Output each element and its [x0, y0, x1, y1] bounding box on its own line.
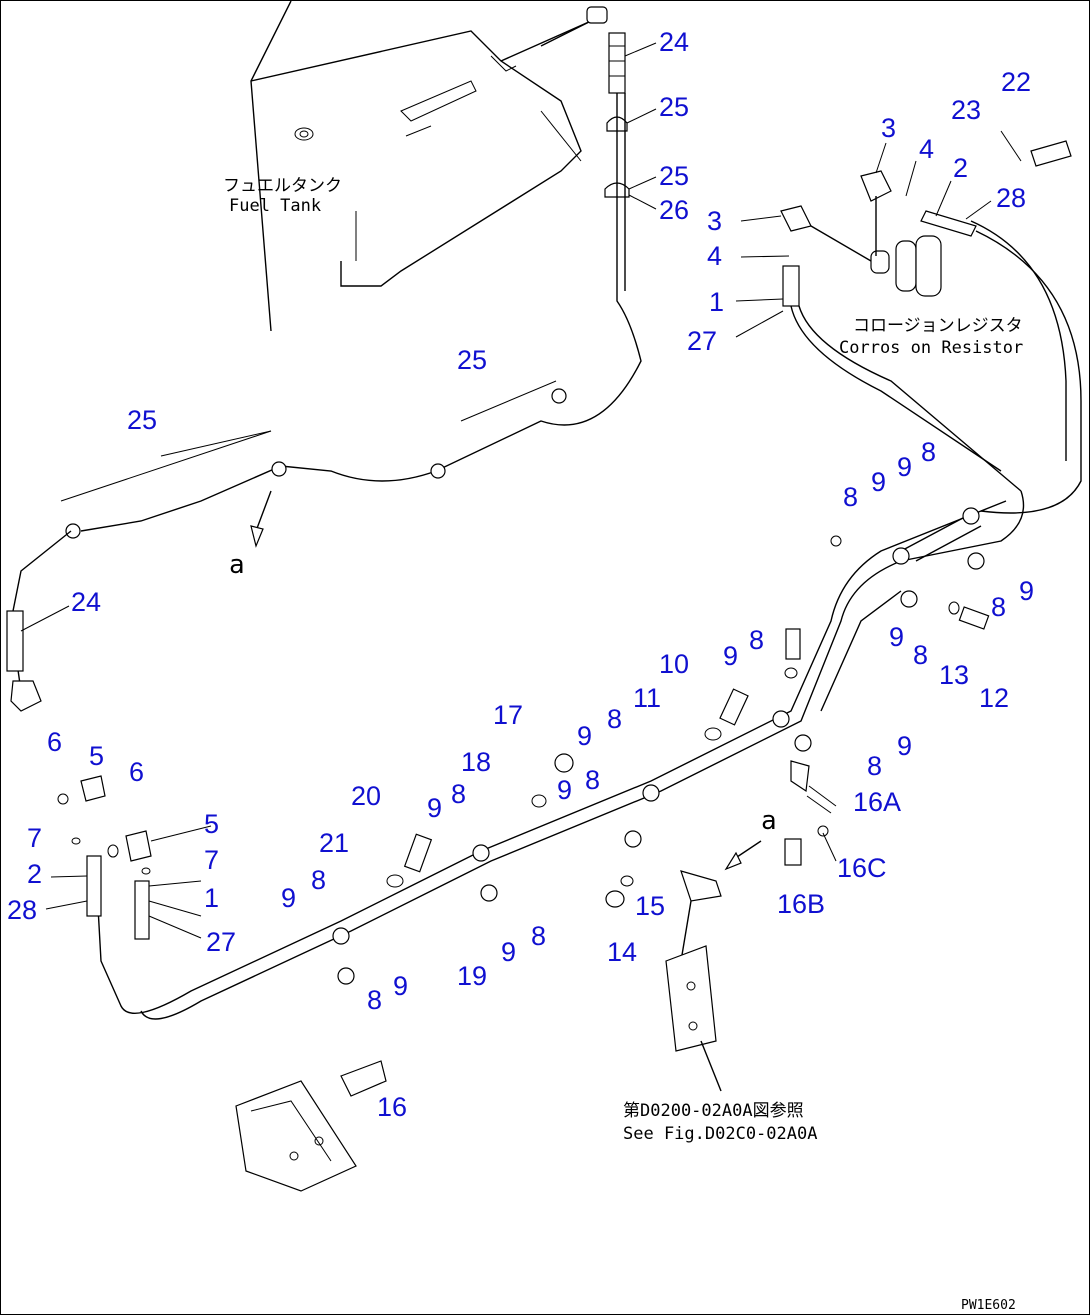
- callout-9h: 9: [557, 775, 572, 805]
- callout-24b: 24: [71, 587, 101, 617]
- callout-25b: 25: [659, 161, 689, 191]
- callout-23: 23: [951, 95, 981, 125]
- see-fig-label-en: See Fig.D02C0-02A0A: [623, 1124, 817, 1144]
- callout-15: 15: [635, 891, 665, 921]
- fuel-tank-label-en: Fuel Tank: [229, 196, 321, 216]
- callout-27b: 27: [206, 927, 236, 957]
- fuel-tank: [250, 1, 582, 332]
- callout-13: 13: [939, 660, 969, 690]
- callout-8d: 8: [913, 640, 928, 670]
- callout-8f: 8: [867, 751, 882, 781]
- callout-16c: 16C: [837, 853, 887, 883]
- callout-11: 11: [633, 683, 661, 713]
- callout-7b: 7: [204, 845, 219, 875]
- callout-8c: 8: [991, 592, 1006, 622]
- callout-numbers: 24 25 25 26 3 4 23 22 2 28 3 4 1 27 25 2…: [7, 27, 1034, 1122]
- callout-9l: 9: [501, 937, 516, 967]
- callout-12: 12: [979, 683, 1009, 713]
- hose-fitting-left: [6, 610, 24, 672]
- callout-8j: 8: [311, 865, 326, 895]
- callout-4a: 4: [919, 134, 934, 164]
- callout-9d: 9: [889, 622, 904, 652]
- resistor-hose: [782, 265, 1022, 492]
- callout-8b: 8: [843, 482, 858, 512]
- callout-22: 22: [1001, 67, 1031, 97]
- fuel-hose-upper: [80, 6, 642, 532]
- callout-25d: 25: [127, 405, 157, 435]
- resistor-label-en: Corros on Resistor: [839, 338, 1023, 358]
- callout-leaders: [20, 42, 1022, 939]
- pipe-clamps: [332, 507, 985, 985]
- callout-20: 20: [351, 781, 381, 811]
- callout-3a: 3: [881, 113, 896, 143]
- callout-19: 19: [457, 961, 487, 991]
- bolts-washers: [386, 535, 990, 908]
- ref-a-right: a: [761, 806, 777, 836]
- callout-16b: 16B: [777, 889, 825, 919]
- callout-8a: 8: [921, 437, 936, 467]
- callout-8i: 8: [451, 779, 466, 809]
- callout-17: 17: [493, 700, 523, 730]
- callout-9i: 9: [427, 793, 442, 823]
- bracket-left: [235, 1060, 387, 1192]
- callout-9g: 9: [577, 721, 592, 751]
- callout-18: 18: [461, 747, 491, 777]
- drawing-code: PW1E602: [961, 1298, 1016, 1313]
- callout-25c: 25: [457, 345, 487, 375]
- ref-a-left: a: [229, 550, 245, 580]
- callout-9e: 9: [723, 641, 738, 671]
- callout-9a: 9: [871, 467, 886, 497]
- callout-26: 26: [659, 195, 689, 225]
- callout-9k: 9: [393, 971, 408, 1001]
- callout-8l: 8: [531, 921, 546, 951]
- callout-3b: 3: [707, 206, 722, 236]
- callout-6a: 6: [47, 727, 62, 757]
- callout-7a: 7: [27, 823, 42, 853]
- callout-9f: 9: [897, 731, 912, 761]
- callout-6b: 6: [129, 757, 144, 787]
- callout-8g: 8: [607, 704, 622, 734]
- callout-5b: 5: [204, 809, 219, 839]
- callout-8h: 8: [585, 765, 600, 795]
- hose-clips: [65, 388, 567, 539]
- see-fig-leader: [700, 1040, 722, 1092]
- callout-28b: 28: [7, 895, 37, 925]
- callout-25a: 25: [659, 92, 689, 122]
- callout-9j: 9: [281, 883, 296, 913]
- callout-1b: 1: [204, 883, 219, 913]
- callout-16: 16: [377, 1092, 407, 1122]
- corrosion-resistor: [780, 140, 1082, 514]
- callout-10: 10: [659, 649, 689, 679]
- callout-8e: 8: [749, 625, 764, 655]
- ref-arrow-left: [255, 490, 272, 532]
- callout-27a: 27: [687, 326, 717, 356]
- callout-9b: 9: [897, 452, 912, 482]
- callout-21: 21: [319, 828, 349, 858]
- see-fig-label-jp: 第D0200-02A0A図参照: [623, 1101, 804, 1121]
- callout-16a: 16A: [853, 787, 901, 817]
- callout-2b: 2: [27, 859, 42, 889]
- loose-fittings: [57, 775, 152, 940]
- callout-9c: 9: [1019, 576, 1034, 606]
- callout-2a: 2: [953, 153, 968, 183]
- resistor-label-jp: コロージョンレジスタ: [853, 316, 1023, 336]
- callout-14: 14: [607, 937, 637, 967]
- bracket-center: [665, 870, 722, 1052]
- callout-4b: 4: [707, 241, 722, 271]
- callout-5a: 5: [89, 741, 104, 771]
- fuel-tank-label-jp: フュエルタンク: [223, 176, 342, 196]
- callout-24a: 24: [659, 27, 689, 57]
- callout-1a: 1: [709, 287, 724, 317]
- callout-8k: 8: [367, 985, 382, 1015]
- callout-28a: 28: [996, 183, 1026, 213]
